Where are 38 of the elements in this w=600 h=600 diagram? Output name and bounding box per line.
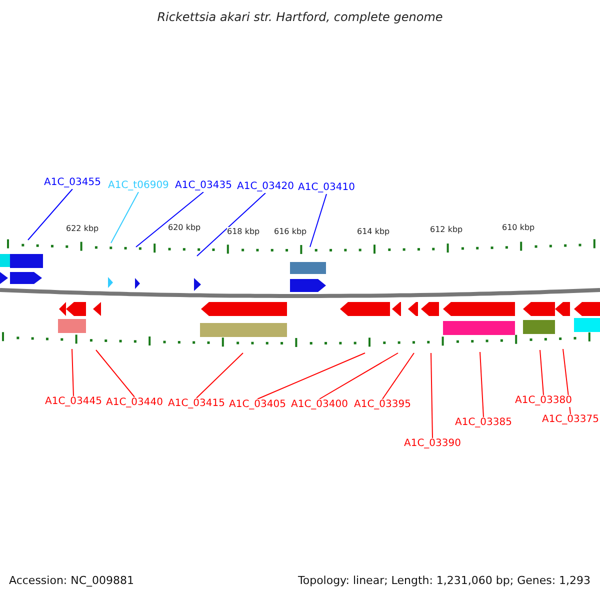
scale-label: 616 kbp [274, 227, 307, 237]
gene-label: A1C_03380 [515, 395, 572, 407]
leader-line [110, 192, 139, 244]
genome-info-text: Topology: linear; Length: 1,231,060 bp; Genes: 1,293 [298, 574, 591, 588]
gene-label: A1C_03415 [168, 398, 225, 410]
gene-label: A1C_03435 [175, 180, 232, 192]
gene-label: A1C_03420 [237, 181, 294, 193]
scale-label: 618 kbp [227, 227, 260, 237]
gene-label: A1C_03410 [298, 182, 355, 194]
gene-label: A1C_03455 [44, 177, 101, 189]
scale-label: 622 kbp [66, 224, 99, 234]
gene-label: A1C_03440 [106, 397, 163, 409]
gene-label: A1C_03400 [291, 399, 348, 411]
gene-label: A1C_03445 [45, 396, 102, 408]
gene-label: A1C_03405 [229, 399, 286, 411]
scale-label: 612 kbp [430, 225, 463, 235]
leader-line [257, 352, 366, 400]
leader-line [540, 350, 544, 396]
leader-line [136, 192, 204, 248]
leader-line [28, 188, 73, 240]
scale-label: 610 kbp [502, 223, 535, 233]
leader-line [430, 352, 433, 438]
leader-line [382, 352, 414, 400]
scale-label: 614 kbp [357, 227, 390, 237]
gene-label: A1C_03390 [404, 438, 461, 450]
leader-line [310, 194, 327, 248]
gene-label: A1C_03385 [455, 417, 512, 429]
accession-text: Accession: NC_009881 [9, 574, 134, 588]
leader-line [196, 352, 244, 398]
gene-label: A1C_03375 [542, 414, 599, 426]
leader-line [319, 352, 398, 400]
gene-label: A1C_t06909 [108, 180, 169, 192]
gene-label: A1C_03395 [354, 399, 411, 411]
scale-label: 620 kbp [168, 223, 201, 233]
leader-line [196, 192, 266, 256]
leader-line [96, 350, 135, 398]
leader-line [72, 348, 74, 396]
leader-line [480, 352, 484, 418]
